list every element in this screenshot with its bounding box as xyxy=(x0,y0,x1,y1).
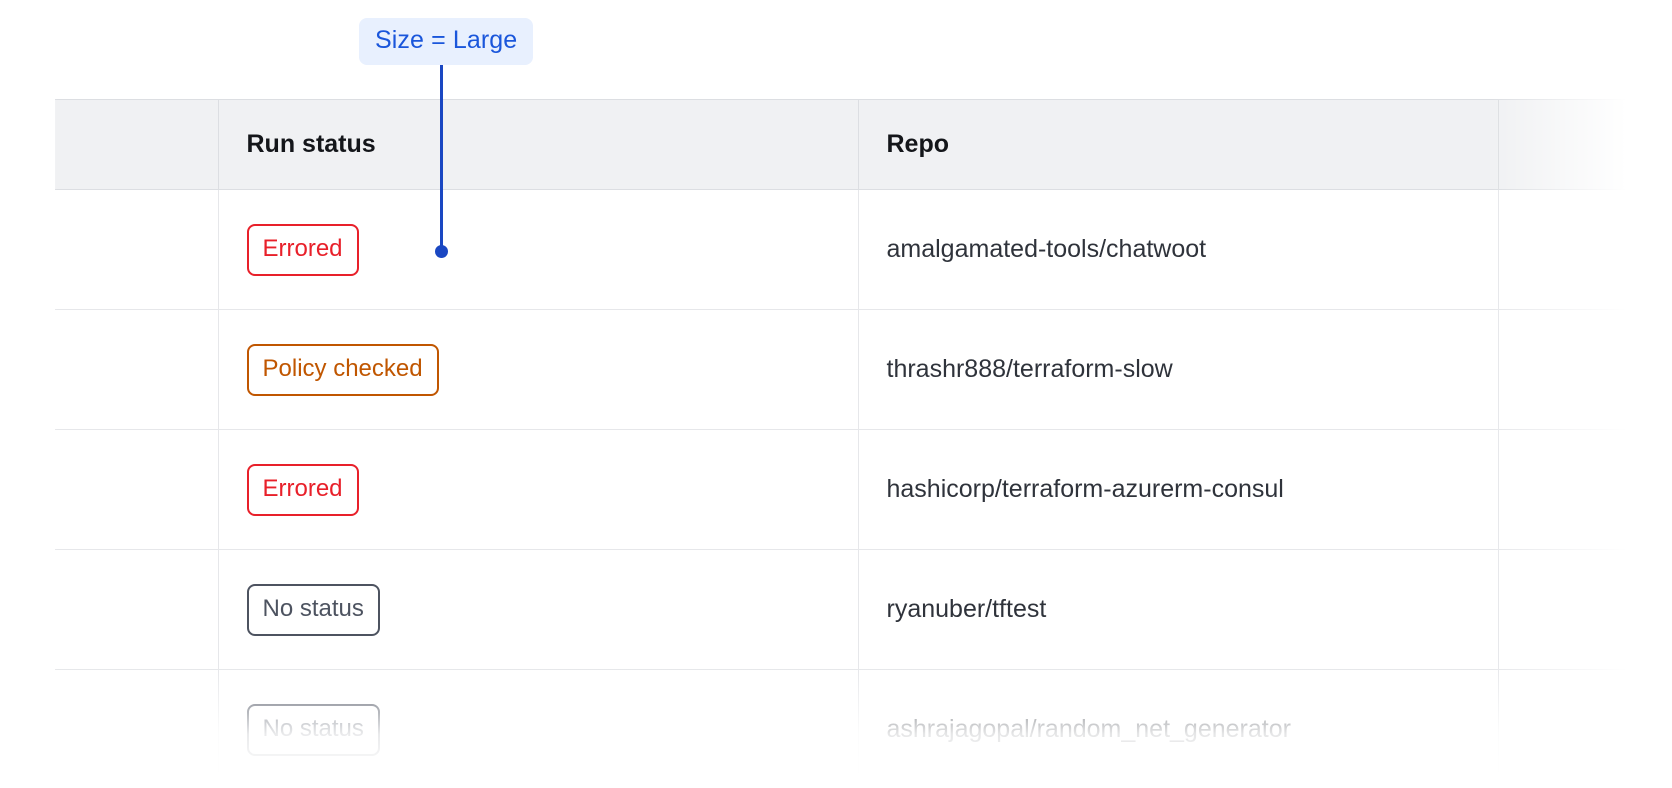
column-header-run-status[interactable]: Run status xyxy=(218,99,859,190)
cell-extra xyxy=(1498,669,1672,788)
status-badge: Errored xyxy=(246,223,359,276)
table-row[interactable]: Policy checked thrashr888/terraform-slow xyxy=(55,309,1672,430)
table-row[interactable]: Errored amalgamated-tools/chatwoot xyxy=(55,189,1672,310)
row-spacer-cell xyxy=(55,669,219,788)
cell-repo: amalgamated-tools/chatwoot xyxy=(858,189,1499,310)
row-spacer-cell xyxy=(55,309,219,430)
cell-run-status: No status xyxy=(218,549,859,670)
row-spacer-cell xyxy=(55,429,219,550)
annotation-connector-line xyxy=(440,56,443,252)
table-row[interactable]: No status ashrajagopal/random_net_genera… xyxy=(55,669,1672,788)
status-badge: No status xyxy=(246,703,380,756)
row-spacer-cell xyxy=(55,189,219,310)
column-header-repo[interactable]: Repo xyxy=(858,99,1499,190)
cell-run-status: Errored xyxy=(218,189,859,310)
annotation-callout: Size = Large xyxy=(359,18,534,65)
table-row[interactable]: No status ryanuber/tftest xyxy=(55,549,1672,670)
table-header: Run status Repo xyxy=(55,99,1672,190)
cell-extra xyxy=(1498,309,1672,430)
repo-name: ashrajagopal/random_net_generator xyxy=(886,715,1291,743)
status-badge: Errored xyxy=(246,463,359,516)
runs-table: Run status Repo Errored amalgamated-tool… xyxy=(55,99,1672,788)
column-header-spacer xyxy=(55,99,219,190)
cell-run-status: No status xyxy=(218,669,859,788)
cell-extra xyxy=(1498,549,1672,670)
cell-extra xyxy=(1498,189,1672,310)
table-body: Errored amalgamated-tools/chatwoot Polic… xyxy=(55,189,1672,788)
table-row[interactable]: Errored hashicorp/terraform-azurerm-cons… xyxy=(55,429,1672,550)
cell-run-status: Errored xyxy=(218,429,859,550)
repo-name: amalgamated-tools/chatwoot xyxy=(886,235,1207,263)
repo-name: thrashr888/terraform-slow xyxy=(886,355,1173,383)
cell-repo: ashrajagopal/random_net_generator xyxy=(858,669,1499,788)
repo-name: hashicorp/terraform-azurerm-consul xyxy=(886,475,1284,503)
annotation-connector-dot xyxy=(435,245,448,258)
cell-repo: hashicorp/terraform-azurerm-consul xyxy=(858,429,1499,550)
repo-name: ryanuber/tftest xyxy=(886,595,1047,623)
status-badge: Policy checked xyxy=(246,343,439,396)
table-header-row: Run status Repo xyxy=(55,99,1672,190)
cell-extra xyxy=(1498,429,1672,550)
annotation-chip-label: Size = Large xyxy=(359,18,534,65)
status-badge: No status xyxy=(246,583,380,636)
table-container: Run status Repo Errored amalgamated-tool… xyxy=(0,99,1672,788)
cell-repo: ryanuber/tftest xyxy=(858,549,1499,670)
cell-run-status: Policy checked xyxy=(218,309,859,430)
column-header-extra xyxy=(1498,99,1672,190)
cell-repo: thrashr888/terraform-slow xyxy=(858,309,1499,430)
row-spacer-cell xyxy=(55,549,219,670)
